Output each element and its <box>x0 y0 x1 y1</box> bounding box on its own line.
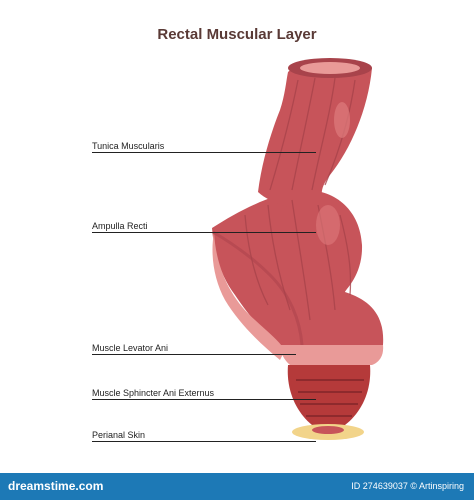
leader-line-muscle-levator-ani <box>92 354 296 355</box>
brand-logo: dreamstime.com <box>8 479 104 493</box>
sphincter-rings <box>287 365 371 425</box>
stock-id-text: ID 274639037 © Artinspiring <box>351 481 464 491</box>
upper-tube <box>258 60 372 212</box>
leader-line-perianal-skin <box>92 441 316 442</box>
leader-line-muscle-sphincter-ani-externus <box>92 399 316 400</box>
ampulla-rim <box>212 230 304 346</box>
footer-bar: dreamstime.com ID 274639037 © Artinspiri… <box>0 473 474 500</box>
muscle-highlight <box>334 102 350 138</box>
muscle-highlight <box>316 205 340 245</box>
ampulla-body <box>212 189 384 345</box>
levator-ani-band <box>280 345 384 365</box>
ampulla-inner-wall <box>212 232 285 360</box>
label-tunica-muscularis: Tunica Muscularis <box>92 141 165 151</box>
label-ampulla-recti: Ampulla Recti <box>92 221 148 231</box>
leader-line-tunica-muscularis <box>92 152 316 153</box>
rectum-illustration <box>212 58 384 440</box>
upper-lumen <box>300 62 360 74</box>
leader-line-ampulla-recti <box>92 232 316 233</box>
perianal-opening <box>312 426 344 434</box>
label-muscle-levator-ani: Muscle Levator Ani <box>92 343 169 353</box>
label-perianal-skin: Perianal Skin <box>92 430 146 440</box>
page-title: Rectal Muscular Layer <box>157 26 317 43</box>
label-muscle-sphincter-ani-externus: Muscle Sphincter Ani Externus <box>92 388 215 398</box>
